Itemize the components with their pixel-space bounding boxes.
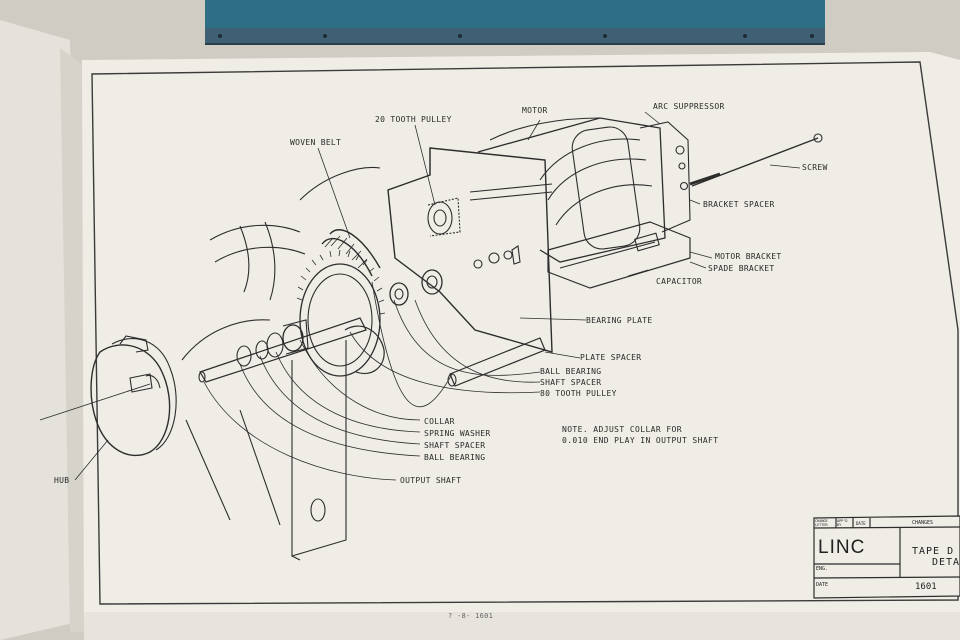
note-line-2: 0.010 END PLAY IN OUTPUT SHAFT <box>562 436 719 445</box>
title-block <box>813 515 960 599</box>
label-output-shaft: OUTPUT SHAFT <box>400 476 462 485</box>
label-woven-belt: WOVEN BELT <box>290 138 342 147</box>
title-block-appd-by: APP'D BY <box>837 519 848 527</box>
title-block-title-line-2: DETA <box>932 557 960 568</box>
label-20-tooth-pulley: 20 TOOTH PULLEY <box>375 115 452 124</box>
label-80-tooth-pulley: 80 TOOTH PULLEY <box>540 389 617 398</box>
label-ball-bearing-lower: BALL BEARING <box>424 453 486 462</box>
label-capacitor: CAPACITOR <box>656 277 703 286</box>
title-block-date-header: DATE <box>856 521 866 526</box>
label-shaft-spacer-lower: SHAFT SPACER <box>424 441 486 450</box>
linc-logo: LINC <box>818 537 866 558</box>
label-motor-bracket: MOTOR BRACKET <box>715 252 782 261</box>
label-collar: COLLAR <box>424 417 455 426</box>
label-bearing-plate: BEARING PLATE <box>586 316 653 325</box>
label-ball-bearing-upper: BALL BEARING <box>540 367 602 376</box>
label-spade-bracket: SPADE BRACKET <box>708 264 775 273</box>
title-block-date: DATE <box>816 582 829 588</box>
page-footer: ? -8- 1601 <box>448 612 494 620</box>
label-hub: HUB <box>54 476 70 485</box>
label-plate-spacer: PLATE SPACER <box>580 353 642 362</box>
drawing-number: 1601 <box>915 582 937 592</box>
title-block-title-line-1: TAPE D <box>912 546 955 557</box>
assembly-note: NOTE. ADJUST COLLAR FOR 0.010 END PLAY I… <box>562 424 719 446</box>
label-motor: MOTOR <box>522 106 548 115</box>
label-bracket-spacer: BRACKET SPACER <box>703 200 775 209</box>
label-arc-suppressor: ARC SUPPRESSOR <box>653 102 725 111</box>
label-spring-washer: SPRING WASHER <box>424 429 491 438</box>
title-block-change-letter: CHANGE LETTER <box>815 519 828 527</box>
title-block-changes-header: CHANGES <box>912 520 934 526</box>
label-shaft-spacer-upper: SHAFT SPACER <box>540 378 602 387</box>
note-line-1: NOTE. ADJUST COLLAR FOR <box>562 425 682 434</box>
label-screw: SCREW <box>802 163 828 172</box>
title-block-eng: ENG. <box>816 566 829 572</box>
